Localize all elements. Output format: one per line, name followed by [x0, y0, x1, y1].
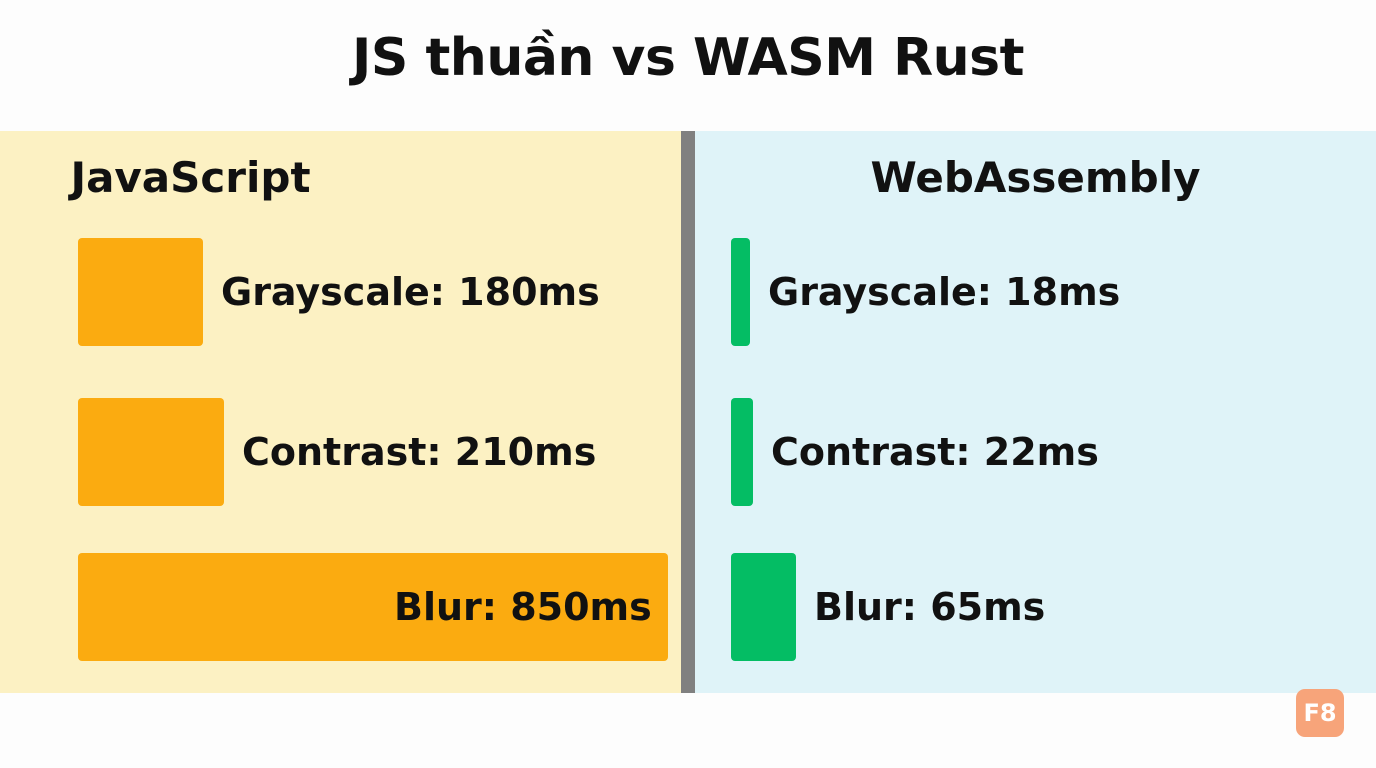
bar-label-grayscale: Grayscale: 180ms [221, 270, 600, 314]
bar-grayscale [78, 238, 203, 346]
bar-contrast [78, 398, 224, 506]
bar-grayscale [731, 238, 750, 346]
bar-blur [78, 553, 668, 661]
bar-label-contrast: Contrast: 210ms [242, 430, 597, 474]
page-title: JS thuần vs WASM Rust [352, 28, 1024, 88]
javascript-panel-title: JavaScript [70, 153, 311, 202]
bar-label-blur: Blur: 65ms [814, 585, 1046, 629]
bar-label-contrast: Contrast: 22ms [771, 430, 1099, 474]
bar-contrast [731, 398, 753, 506]
bar-label-grayscale: Grayscale: 18ms [768, 270, 1121, 314]
bar-label-blur: Blur: 850ms [394, 585, 652, 629]
bar-blur [731, 553, 796, 661]
webassembly-panel-title: WebAssembly [870, 153, 1201, 202]
f8-logo: F8 [1296, 689, 1344, 737]
panel-divider [681, 131, 695, 693]
